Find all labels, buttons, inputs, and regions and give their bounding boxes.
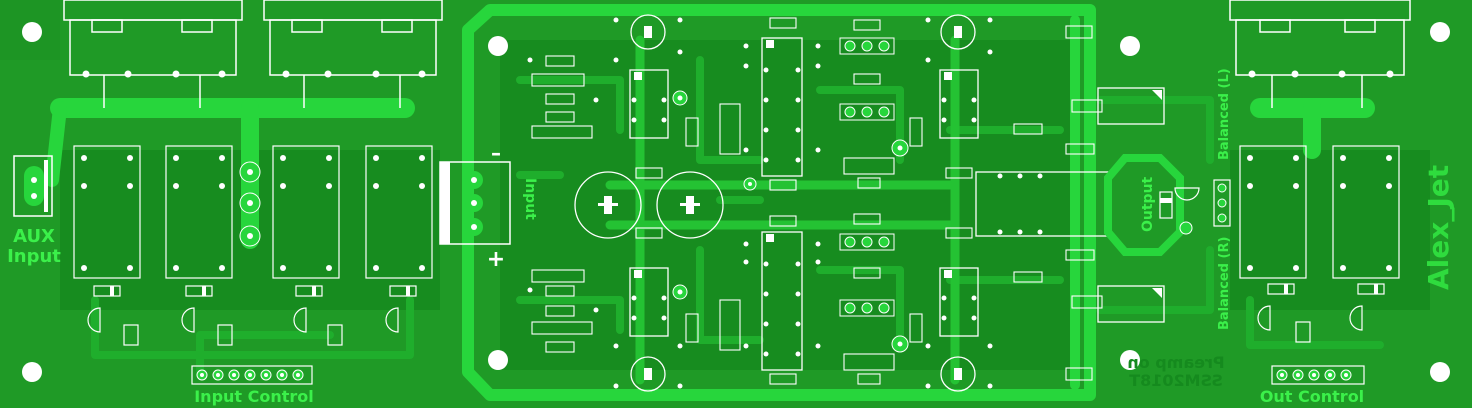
relay-pads <box>81 155 1392 271</box>
electrolytic-capacitors <box>574 14 976 392</box>
diode-bands <box>110 284 1378 296</box>
trimmer-pads <box>839 37 895 317</box>
capacitor-marks <box>598 26 962 380</box>
capacitor-icon <box>940 14 976 50</box>
out-control-label: Out Control <box>1260 387 1364 406</box>
relays <box>73 145 1400 279</box>
ic-pins <box>631 40 977 357</box>
transistor-icon <box>1349 305 1363 331</box>
relay-icon <box>1239 145 1307 279</box>
capacitor-icon <box>630 356 666 392</box>
diode-icon <box>93 285 121 297</box>
bottom-layer-text: Preamp on SSM2018T <box>1127 353 1224 390</box>
capacitor-icon <box>940 356 976 392</box>
mounting-hole-icon <box>1120 36 1140 56</box>
input-control-label: Input Control <box>194 387 314 406</box>
ic-chip-icon <box>939 267 979 337</box>
relay-icon <box>1332 145 1400 279</box>
relay-icon <box>272 145 340 279</box>
relay-icon <box>165 145 233 279</box>
out-control-header <box>1271 365 1365 385</box>
minus-label: – <box>491 141 501 165</box>
aux-input-label-line2: Input <box>7 246 61 267</box>
medium-traces <box>605 35 960 385</box>
connector-input-2 <box>263 0 443 108</box>
mounting-hole-icon <box>1430 362 1450 382</box>
small-components <box>531 17 1103 385</box>
balanced-left-label: Balanced (L) <box>1217 68 1232 160</box>
input-terminal <box>439 161 511 245</box>
capacitor-icon <box>656 171 724 239</box>
ic-chip-icon <box>761 231 803 371</box>
silkscreen-labels: AUX Input Input Control Out Control Inpu… <box>7 68 1455 406</box>
mounting-hole-icon <box>22 22 42 42</box>
diode-icon <box>389 285 417 297</box>
transistor-icon <box>1257 305 1271 331</box>
vias <box>527 17 1043 389</box>
input-label: Input <box>522 178 538 220</box>
mounting-hole-icon <box>1120 350 1140 370</box>
capacitor-icon <box>574 171 642 239</box>
ic-chip-icon <box>629 69 669 139</box>
ic-chip-icon <box>629 267 669 337</box>
transistor-icon <box>87 307 101 333</box>
mounting-holes <box>22 22 1450 382</box>
preamp-label-line2: SSM2018T <box>1129 371 1223 390</box>
ic-chip-icon <box>939 69 979 139</box>
relay-drivers <box>87 283 1385 346</box>
diode-icon <box>1357 283 1385 295</box>
top-connectors <box>63 0 1411 108</box>
output-octagon <box>1104 154 1231 256</box>
transistor-icon <box>1174 187 1200 201</box>
transistor-icon <box>385 307 399 333</box>
mounting-hole-icon <box>488 36 508 56</box>
output-label: Output <box>1140 176 1156 232</box>
diode-icon <box>1267 283 1295 295</box>
diode-icon <box>295 285 323 297</box>
relay-icon <box>73 145 141 279</box>
input-control-header <box>191 365 313 385</box>
transformer-marks <box>1152 90 1162 298</box>
relay-icon <box>365 145 433 279</box>
connector-input-1 <box>63 0 243 108</box>
transistor-icon <box>181 307 195 333</box>
capacitor-icon <box>630 14 666 50</box>
connector-pads <box>82 70 1394 78</box>
author-label: Alex_Jet <box>1422 165 1455 290</box>
preamp-label-line1: Preamp on <box>1127 353 1224 372</box>
mounting-hole-icon <box>488 350 508 370</box>
aux-input-label-line1: AUX <box>13 226 55 247</box>
transistor-icon <box>293 307 307 333</box>
large-pads <box>239 161 261 247</box>
ic-chips <box>629 37 979 371</box>
plus-label: + <box>487 247 505 272</box>
connector-output <box>1229 0 1411 108</box>
mounting-hole-icon <box>22 362 42 382</box>
aux-jack <box>13 155 53 217</box>
power-pads <box>672 90 909 353</box>
power-traces <box>45 4 1375 401</box>
ic-chip-icon <box>761 37 803 177</box>
mounting-hole-icon <box>1430 22 1450 42</box>
balanced-right-label: Balanced (R) <box>1217 237 1232 330</box>
diode-icon <box>185 285 213 297</box>
